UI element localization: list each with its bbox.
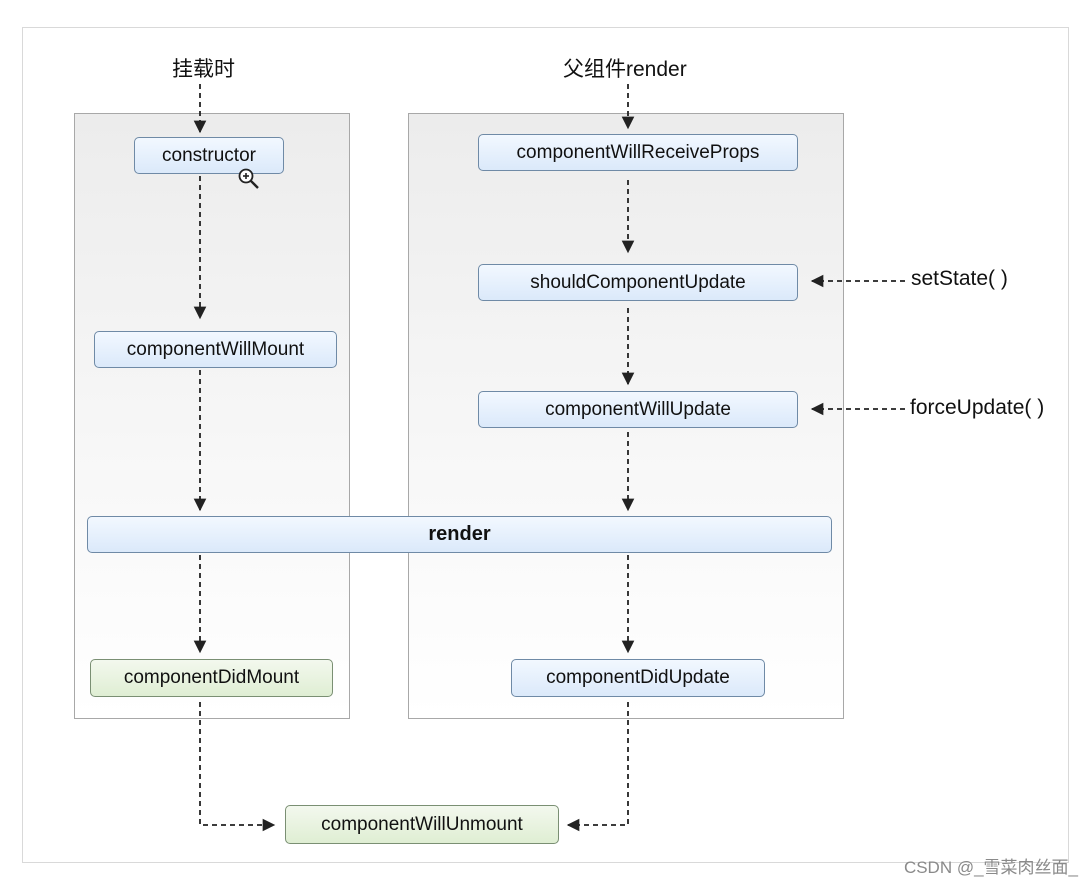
node-component-will-mount: componentWillMount (94, 331, 337, 368)
watermark: CSDN @_雪菜肉丝面_ (903, 858, 1078, 877)
set-state-label: setState( ) (911, 267, 1008, 290)
mount-title: 挂载时 (172, 58, 235, 81)
node-component-will-unmount: componentWillUnmount (285, 805, 559, 844)
diagram-frame (22, 27, 1069, 863)
node-constructor: constructor (134, 137, 284, 174)
force-update-label: forceUpdate( ) (910, 396, 1045, 419)
node-render: render (87, 516, 832, 553)
node-component-did-update: componentDidUpdate (511, 659, 765, 697)
node-component-did-mount: componentDidMount (90, 659, 333, 697)
arrow-did-mount-to-will-unmount (199, 702, 276, 832)
node-component-will-receive-props: componentWillReceiveProps (478, 134, 798, 171)
arrow-did-update-to-will-unmount (566, 702, 629, 832)
node-should-component-update: shouldComponentUpdate (478, 264, 798, 301)
update-title: 父组件render (563, 58, 687, 81)
node-component-will-update: componentWillUpdate (478, 391, 798, 428)
zoom-in-icon[interactable] (236, 166, 262, 192)
mount-panel (74, 113, 350, 719)
